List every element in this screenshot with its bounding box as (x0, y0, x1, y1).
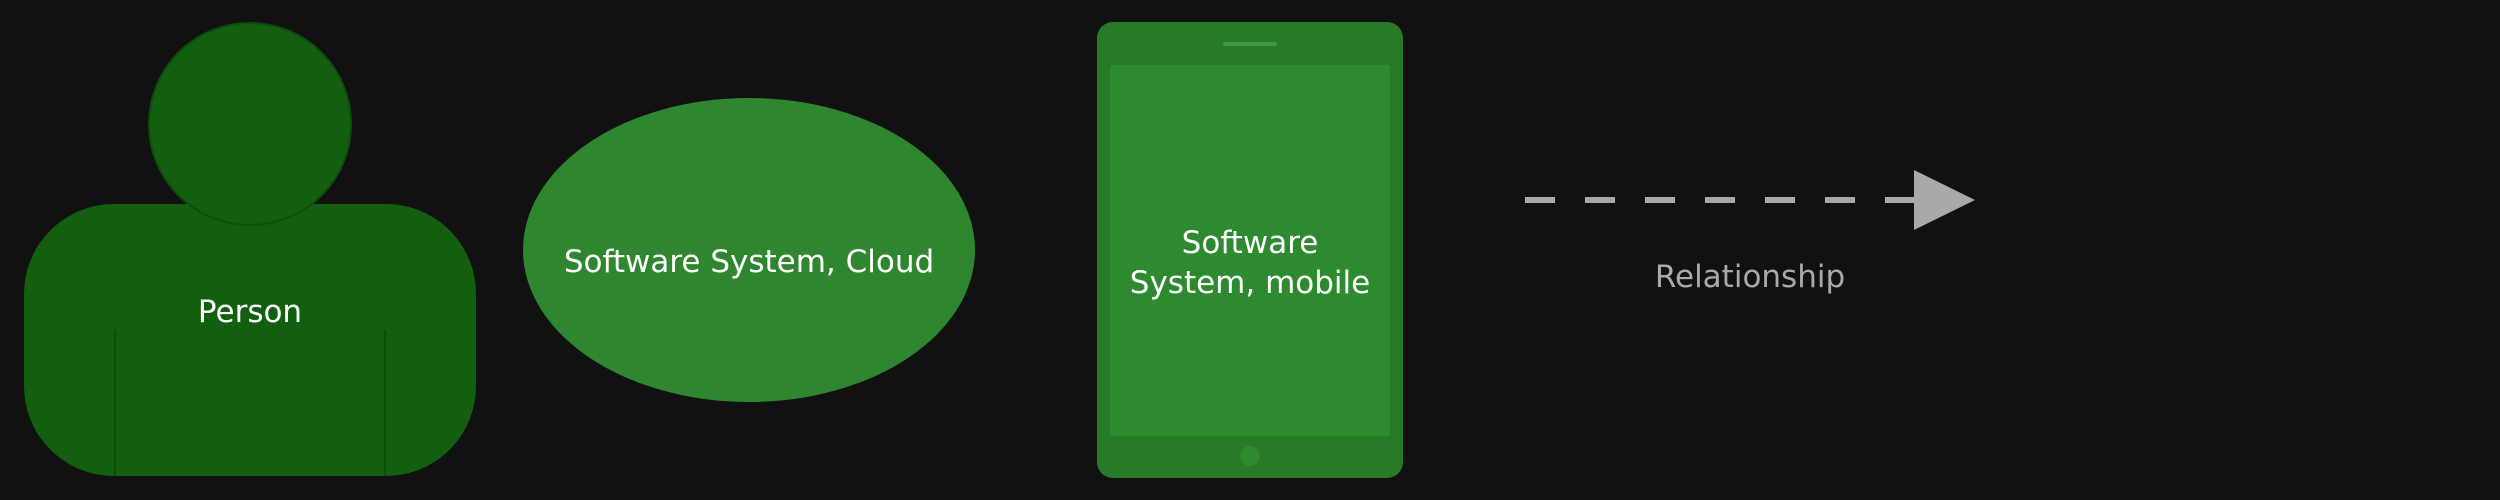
mobile-device-home-button (1240, 446, 1260, 466)
cloud-system-label: Software System, Cloud (564, 244, 934, 280)
mobile-system-label-line-2: System, mobile (1130, 265, 1370, 301)
person-body (24, 204, 476, 476)
relationship-arrowhead-icon (1914, 170, 1975, 230)
person-head (148, 22, 352, 226)
person-label: Person (198, 294, 302, 330)
legend-cloud-system: Software System, Cloud (523, 98, 975, 402)
relationship-label: Relationship (1655, 259, 1845, 295)
legend-person: Person (24, 22, 476, 476)
mobile-device-screen (1110, 65, 1390, 436)
mobile-device-speaker (1223, 42, 1277, 46)
cloud-system-shape (523, 98, 975, 402)
legend-relationship: Relationship (1525, 170, 1975, 295)
legend-mobile-system: Software System, mobile (1097, 22, 1403, 478)
mobile-system-label-line-1: Software (1182, 225, 1319, 261)
